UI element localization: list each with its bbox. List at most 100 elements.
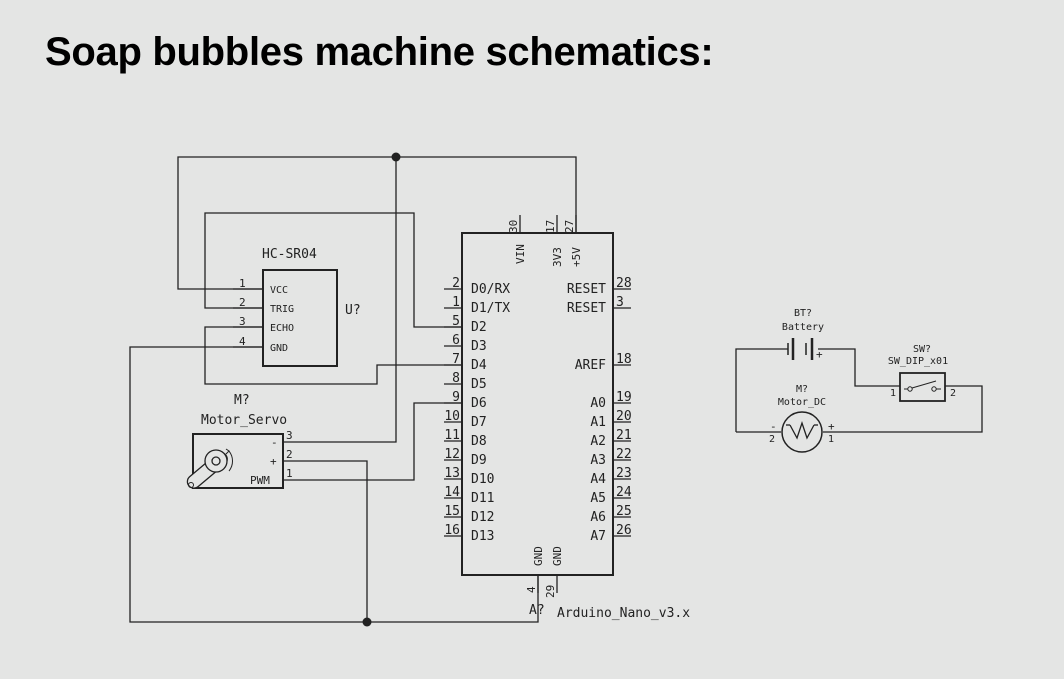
battery: BT? Battery + [782,308,824,361]
pin-label-3v3: 3V3 [551,247,564,267]
arduino-right-pins: 28 3 18 19 20 21 22 23 24 25 26 RESET RE… [567,276,632,544]
pin-label: D3 [471,339,487,354]
wires [129,152,577,627]
dc-motor: M? Motor_DC - + 2 1 [769,384,835,453]
servo-plus-label: + [270,455,277,468]
pin-number: 11 [444,428,460,443]
pin-label: D9 [471,453,487,468]
pin-number: 6 [452,333,460,348]
pin-number: 19 [616,390,632,405]
pin-label: D0/RX [471,282,510,297]
pin-label: A5 [590,491,606,506]
pin-label: AREF [575,358,606,373]
motor-pin1: 1 [828,434,834,445]
wire-vcc [177,156,577,290]
pin-number: 4 [525,586,538,593]
pin-label-gnd: GND [551,546,564,566]
pin-label: A6 [590,510,606,525]
pin-label-trig: TRIG [270,304,294,315]
motor-circuit: BT? Battery + SW? SW_DIP_x01 1 2 M? Moto… [735,308,983,453]
servo-name: Motor_Servo [201,413,287,428]
battery-ref: BT? [794,308,812,319]
wire-servo-pwm [283,402,462,481]
pin-number: 22 [616,447,632,462]
pin-label-vin: VIN [514,244,527,264]
pin-label: D13 [471,529,494,544]
pin-number: 12 [444,447,460,462]
pin-number: 3 [616,295,624,310]
pin-number: 2 [239,296,246,309]
pin-number: 3 [286,429,293,442]
pin-number: 20 [616,409,632,424]
switch-pin2: 2 [950,388,956,399]
pin-number: 4 [239,335,246,348]
hc-sr04-sensor: HC-SR04 U? 1 2 3 4 VCC TRIG ECHO GND [233,247,361,367]
motor-pin2: 2 [769,434,775,445]
pin-number: 28 [616,276,632,291]
pin-label: A1 [590,415,606,430]
switch-pin1: 1 [890,388,896,399]
arduino-nano: 30 17 27 VIN 3V3 +5V 2 1 5 6 [444,215,690,621]
switch-name: SW_DIP_x01 [888,356,948,367]
servo-body [192,433,284,489]
motor-minus-label: - [770,420,777,433]
pin-number: 15 [444,504,460,519]
pin-number: 1 [286,467,293,480]
arduino-bottom-pins: 4 29 GND GND [525,546,564,598]
battery-name: Battery [782,322,824,333]
pin-number: 2 [452,276,460,291]
servo-pwm-label: PWM [250,474,270,487]
arduino-top-pins: 30 17 27 VIN 3V3 +5V [507,215,583,267]
pin-label: D12 [471,510,494,525]
wire-trig-d2 [204,212,462,328]
servo-motor: M? Motor_Servo - + PWM 3 2 1 [186,393,293,489]
pin-label-gnd: GND [532,546,545,566]
pin-number: 1 [239,277,246,290]
pin-label: D4 [471,358,487,373]
pin-label: A4 [590,472,606,487]
servo-arm-icon [186,448,233,489]
sensor-pins: 1 2 3 4 VCC TRIG ECHO GND [233,277,294,354]
switch-ref: SW? [913,344,931,355]
servo-ref: M? [234,393,250,408]
junction-dot [391,152,401,162]
pin-number: 18 [616,352,632,367]
pin-label: D10 [471,472,494,487]
pin-number: 10 [444,409,460,424]
junction-dot [362,617,372,627]
pin-number: 16 [444,523,460,538]
wire-echo-d4 [204,326,462,385]
pin-number: 7 [452,352,460,367]
pin-number: 8 [452,371,460,386]
pin-number: 2 [286,448,293,461]
motor-plus-label: + [828,420,835,433]
arduino-left-pins: 2 1 5 6 7 8 9 10 11 12 13 14 15 16 D0/RX… [444,276,510,544]
pin-label: D7 [471,415,487,430]
wire-servo-gnd [283,157,397,443]
pin-label: D1/TX [471,301,510,316]
pin-label: D2 [471,320,487,335]
servo-minus-label: - [271,436,278,449]
pin-number: 23 [616,466,632,481]
pin-number: 26 [616,523,632,538]
battery-plus-label: + [816,348,823,361]
pin-number: 17 [544,220,557,233]
pin-label: A2 [590,434,606,449]
pin-number: 29 [544,585,557,598]
pin-label: D5 [471,377,487,392]
pin-number: 9 [452,390,460,405]
pin-number: 14 [444,485,460,500]
pin-label: A7 [590,529,606,544]
arduino-name: Arduino_Nano_v3.x [557,606,690,621]
pin-label-5v: +5V [570,247,583,267]
sensor-ref: U? [345,303,361,318]
pin-label: D6 [471,396,487,411]
pin-number: 1 [452,295,460,310]
motor-name: Motor_DC [778,397,826,408]
pin-label: A0 [590,396,606,411]
sensor-body [262,269,338,367]
pin-number: 5 [452,314,460,329]
pin-label: A3 [590,453,606,468]
pin-label: D8 [471,434,487,449]
